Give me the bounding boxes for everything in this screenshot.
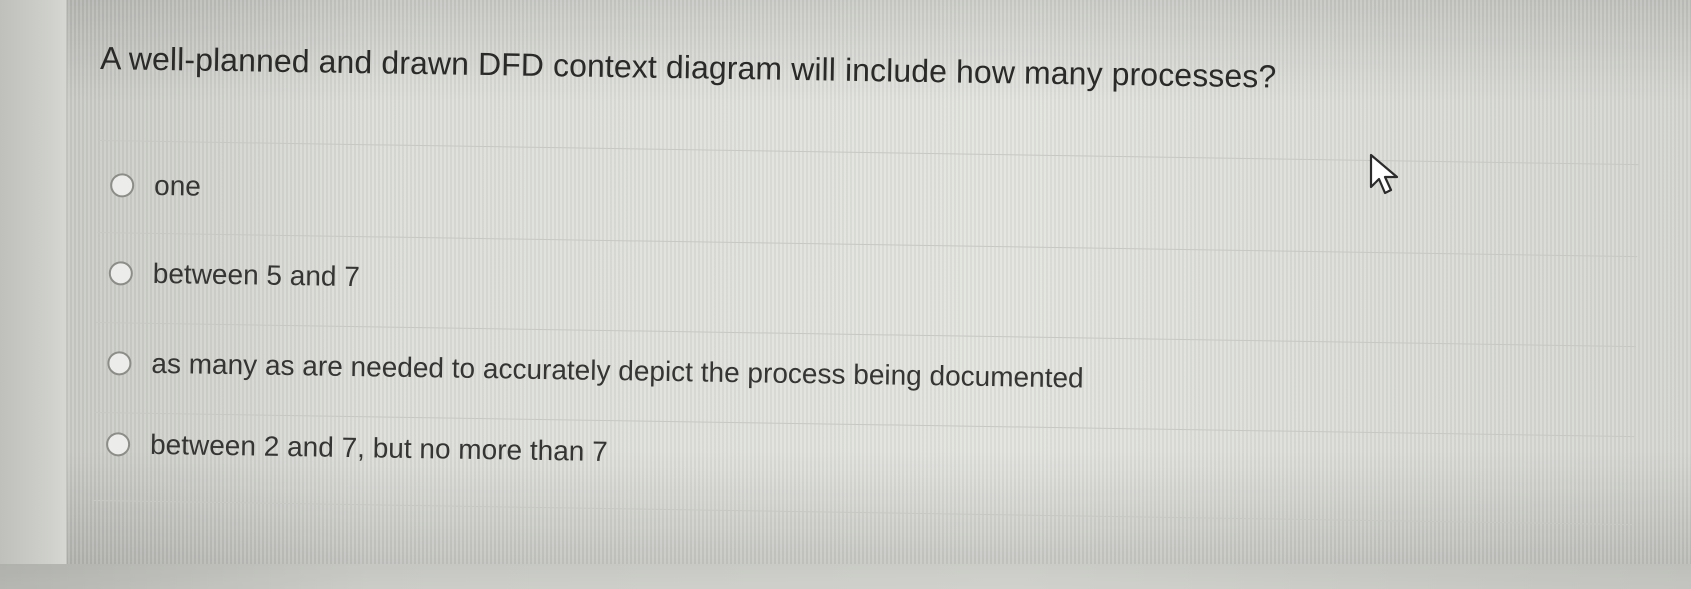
answer-option-as-many-as-needed[interactable]: as many as are needed to accurately depi… bbox=[107, 343, 1084, 398]
question-text: A well-planned and drawn DFD context dia… bbox=[99, 40, 1277, 95]
answer-option-label: between 5 and 7 bbox=[152, 257, 361, 293]
radio-button[interactable] bbox=[108, 261, 133, 286]
radio-button[interactable] bbox=[107, 351, 132, 376]
mouse-pointer-icon bbox=[1369, 153, 1399, 195]
divider bbox=[97, 231, 1638, 258]
divider bbox=[93, 499, 1634, 526]
radio-button[interactable] bbox=[105, 432, 131, 457]
answer-option-between-5-and-7[interactable]: between 5 and 7 bbox=[108, 253, 360, 297]
divider bbox=[98, 139, 1639, 166]
divider bbox=[96, 321, 1636, 348]
left-panel-edge bbox=[0, 0, 67, 564]
answer-option-between-2-and-7[interactable]: between 2 and 7, but no more than 7 bbox=[105, 424, 608, 472]
answer-option-label: one bbox=[153, 169, 202, 202]
answer-option-label: as many as are needed to accurately depi… bbox=[151, 347, 1084, 394]
radio-button[interactable] bbox=[110, 173, 135, 198]
answer-option-one[interactable]: one bbox=[110, 165, 201, 206]
answer-option-label: between 2 and 7, but no more than 7 bbox=[149, 428, 608, 468]
